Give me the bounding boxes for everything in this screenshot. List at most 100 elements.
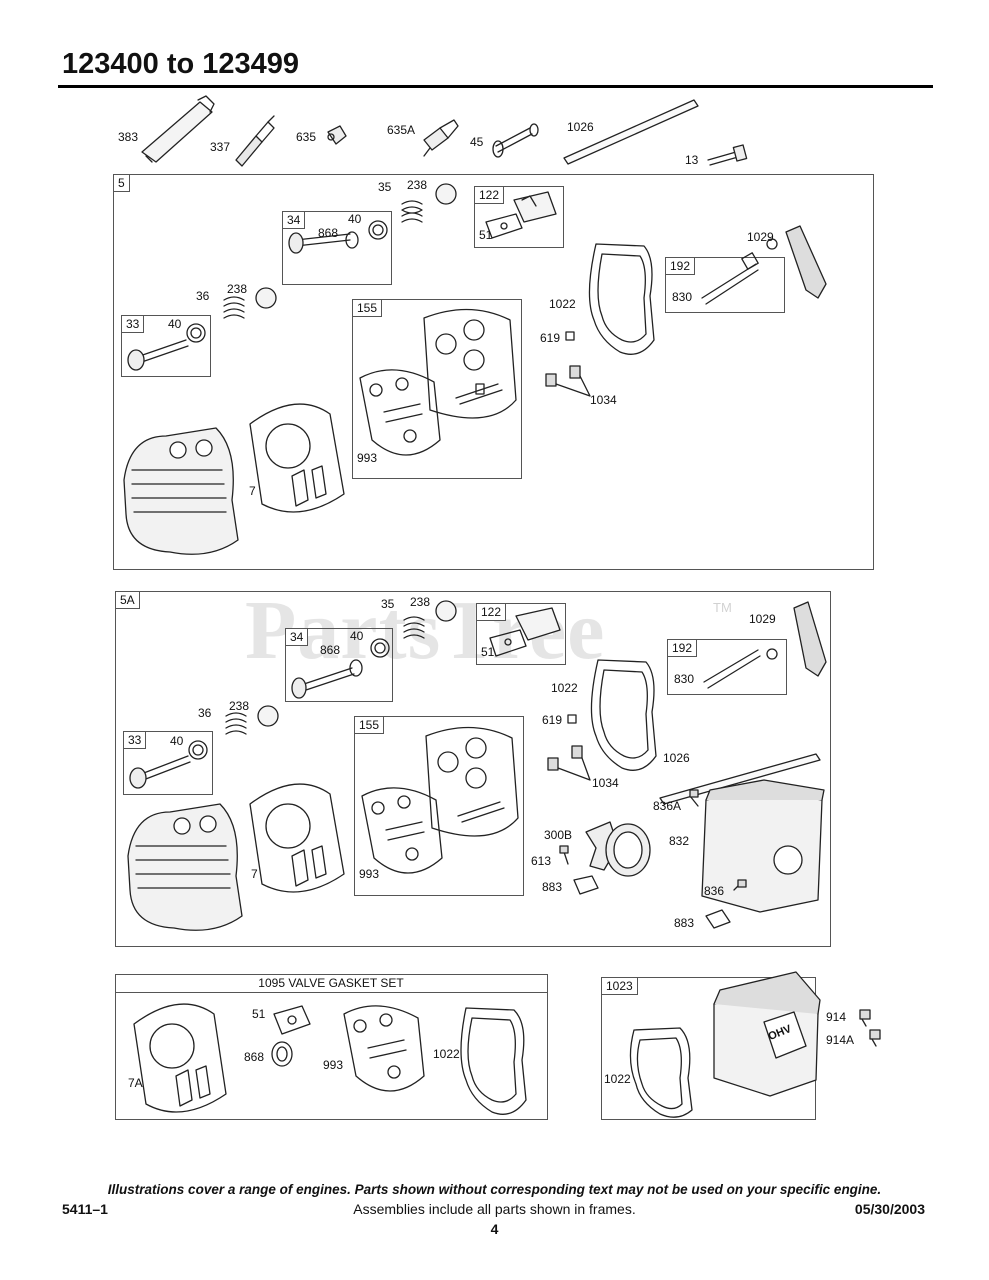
label-45: 45 [470, 135, 484, 149]
f5a-label-619: 619 [542, 713, 563, 727]
f5-label-238-left: 238 [227, 282, 248, 296]
cover-label-914a: 914A [826, 1033, 855, 1047]
f5a-label-883-left: 883 [542, 880, 563, 894]
f5-springs [223, 183, 457, 319]
f5a-gasket-155 [425, 726, 519, 837]
f5-part-122 [485, 191, 557, 239]
frame-5a-34-tag: 34 [285, 628, 309, 646]
f5a-gaskets-883 [573, 875, 731, 929]
cover-screws [859, 1009, 881, 1047]
assemblies-note: Assemblies include all parts shown in fr… [353, 1201, 636, 1217]
watermark-trademark: TM [713, 600, 732, 615]
kit-label-993: 993 [323, 1058, 344, 1072]
f5a-label-1029: 1029 [749, 612, 776, 626]
frame-122-tag: 122 [474, 186, 505, 204]
disclaimer: Illustrations cover a range of engines. … [107, 1182, 882, 1197]
f5-label-1022: 1022 [549, 297, 576, 311]
f5a-label-832: 832 [669, 834, 690, 848]
f5a-label-238-left: 238 [229, 699, 250, 713]
part-635a [423, 119, 459, 157]
kit-seal-868 [271, 1041, 293, 1067]
f5-valve-33 [127, 323, 206, 371]
f5a-push-rod-1026 [659, 753, 821, 805]
f5a-cylinder-head [127, 803, 243, 931]
part-45 [492, 123, 539, 158]
frame-33-tag: 33 [121, 315, 145, 333]
f5-label-238-top: 238 [407, 178, 428, 192]
f5-label-40-left: 40 [168, 317, 182, 331]
frame-192-tag: 192 [665, 257, 696, 275]
f5-label-35: 35 [378, 180, 392, 194]
kit-label-7a: 7A [128, 1076, 143, 1090]
cover-label-914: 914 [826, 1010, 847, 1024]
cover-gasket-1022 [629, 1027, 693, 1118]
f5a-label-1022: 1022 [551, 681, 578, 695]
f5a-air-shroud-832 [701, 779, 825, 913]
f5a-label-1026: 1026 [663, 751, 690, 765]
frame-cover-tag: 1023 [601, 977, 638, 995]
frame-5 [113, 174, 874, 570]
label-1026: 1026 [567, 120, 594, 134]
frame-34 [282, 211, 392, 285]
document-number: 5411–1 [62, 1201, 108, 1217]
f5a-label-51: 51 [481, 645, 495, 659]
f5-label-40-top: 40 [348, 212, 362, 226]
f5a-screws [559, 789, 747, 891]
frame-kit [115, 974, 548, 1120]
f5a-label-7: 7 [251, 867, 258, 881]
frame-122 [474, 186, 564, 248]
cover-valve-cover [713, 971, 821, 1097]
frame-34-tag: 34 [282, 211, 306, 229]
f5a-label-1034: 1034 [592, 776, 619, 790]
frame-5a-34 [285, 628, 393, 702]
frame-5-tag: 5 [113, 174, 130, 192]
cover-label-1022: 1022 [604, 1072, 631, 1086]
f5-gasket-7 [249, 403, 345, 513]
frame-5a [115, 591, 831, 947]
f5-clips-1034 [545, 365, 591, 397]
f5-gasket-993 [359, 369, 441, 456]
kit-label-868: 868 [244, 1050, 265, 1064]
part-383-tool [141, 95, 215, 163]
f5-valve-34 [288, 220, 388, 254]
f5a-label-613: 613 [531, 854, 552, 868]
label-383: 383 [118, 130, 139, 144]
f5a-rocker [703, 601, 827, 689]
f5a-gasket-1022 [567, 659, 657, 771]
frame-5a-192-tag: 192 [667, 639, 698, 657]
page-title: 123400 to 123499 [62, 48, 300, 80]
f5-gasket-1022 [565, 243, 655, 355]
f5a-elbow-300b [585, 821, 651, 877]
f5a-label-40-left: 40 [170, 734, 184, 748]
f5a-gasket-7 [249, 783, 345, 893]
f5-label-1034: 1034 [590, 393, 617, 407]
f5-rocker [701, 225, 827, 305]
f5a-label-40-top: 40 [350, 629, 364, 643]
f5a-label-868: 868 [320, 643, 341, 657]
frame-5a-122 [476, 603, 566, 665]
f5a-label-36: 36 [198, 706, 212, 720]
f5a-label-836: 836 [704, 884, 725, 898]
kit-label-51: 51 [252, 1007, 266, 1021]
f5a-gasket-993 [361, 787, 443, 874]
f5-label-868: 868 [318, 226, 339, 240]
frame-5a-155 [354, 716, 524, 896]
f5-label-993: 993 [357, 451, 378, 465]
f5a-label-836a: 836A [653, 799, 682, 813]
f5a-part-122 [489, 607, 561, 657]
label-13: 13 [685, 153, 699, 167]
f5-cylinder-head [123, 427, 239, 555]
part-13-bolt [707, 144, 748, 166]
f5-label-7: 7 [249, 484, 256, 498]
part-1026-push-rod [563, 99, 699, 165]
f5a-clips-1034 [547, 745, 591, 781]
kit-title: 1095 VALVE GASKET SET [115, 974, 547, 993]
frame-155 [352, 299, 522, 479]
f5a-label-238-top: 238 [410, 595, 431, 609]
frame-5a-122-tag: 122 [476, 603, 507, 621]
f5-label-36: 36 [196, 289, 210, 303]
f5-gasket-155 [423, 308, 517, 419]
f5a-valve-33 [129, 740, 208, 789]
f5-label-1029: 1029 [747, 230, 774, 244]
